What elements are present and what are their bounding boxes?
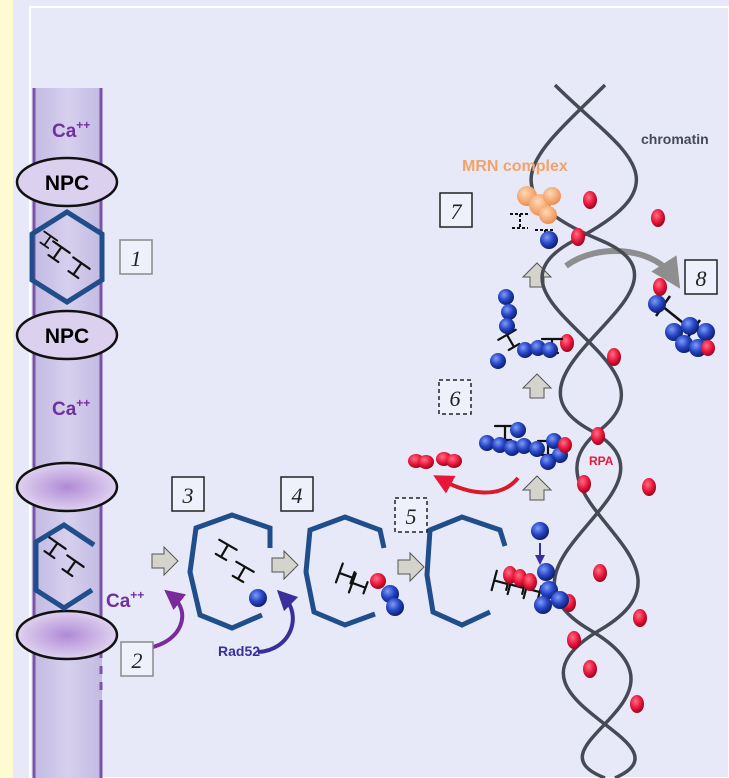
step-box-6: 6	[438, 379, 472, 415]
hexagon-step4	[303, 514, 404, 628]
hexagon-closed	[29, 209, 105, 305]
hexagon-opening	[33, 522, 96, 611]
chromatin-label: chromatin	[641, 131, 709, 147]
npc-unlabeled-upper	[15, 461, 119, 513]
rad52-arrow	[257, 589, 299, 654]
step-box-7: 7	[439, 192, 473, 228]
svg-text:8: 8	[696, 266, 707, 291]
step-box-3: 3	[171, 476, 205, 512]
npc-mid: NPC	[15, 309, 119, 361]
svg-text:1: 1	[131, 246, 142, 271]
hexagon-step3	[187, 512, 273, 631]
frame-border	[29, 6, 729, 778]
rad52-cluster-step5	[503, 522, 569, 614]
step-box-2: 2	[120, 641, 154, 677]
svg-text:NPC: NPC	[45, 172, 89, 195]
mrn-complex	[510, 186, 561, 249]
ca-mid-label: Ca++	[52, 396, 90, 420]
step-box-8: 8	[684, 259, 718, 295]
rad52-cluster-upper	[490, 289, 564, 369]
svg-text:6: 6	[450, 386, 461, 411]
step-box-5: 5	[394, 497, 428, 533]
svg-text:NPC: NPC	[45, 325, 89, 348]
released-rpa	[408, 452, 462, 469]
left-strip	[0, 0, 13, 778]
rpa-release-arrow	[433, 475, 520, 495]
svg-text:7: 7	[451, 199, 463, 224]
rad52-cluster-step6	[479, 422, 572, 470]
svg-text:3: 3	[182, 483, 194, 508]
rad52-label: Rad52	[218, 643, 260, 659]
rad52-released-step8	[648, 295, 715, 357]
npc-top: NPC	[15, 156, 119, 208]
step-arrows	[151, 262, 553, 583]
svg-text:5: 5	[406, 504, 417, 529]
ca-top-label: Ca++	[52, 118, 90, 142]
transfer-arrow	[564, 248, 681, 289]
mrn-label: MRN complex	[462, 158, 568, 175]
ca-bottom-label: Ca++	[106, 588, 144, 612]
svg-text:4: 4	[292, 483, 303, 508]
step-box-1: 1	[119, 239, 153, 275]
svg-text:2: 2	[132, 648, 143, 673]
ca-release-arrow	[147, 589, 187, 650]
rpa-label: RPA	[589, 454, 614, 468]
hexagon-step5	[424, 514, 544, 628]
rpa-beads	[560, 191, 667, 713]
step-box-4: 4	[280, 476, 314, 512]
npc-unlabeled-lower	[15, 609, 119, 661]
